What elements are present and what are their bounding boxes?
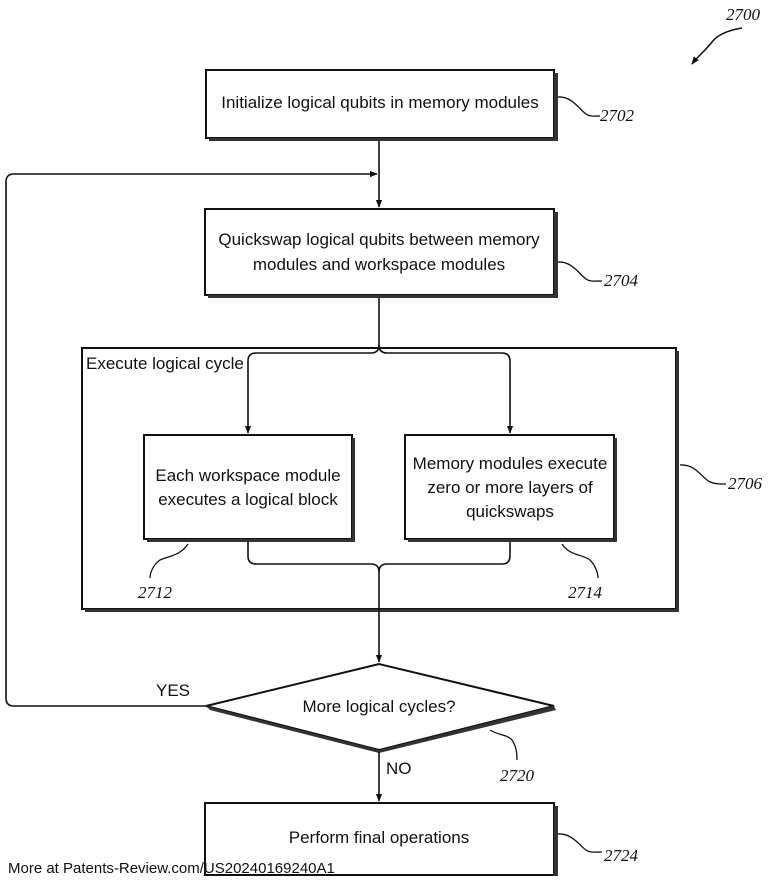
step-final-ref-leader [558,834,602,852]
step-quickswap-box [205,209,554,295]
figure-number: 2700 [726,5,761,24]
decision: More logical cycles? [206,664,556,753]
cycle-ref: 2706 [728,474,763,493]
step-workspace: Each workspace module executes a logical… [144,435,355,542]
step-memory-line-2: zero or more layers of [427,478,593,497]
step-quickswap: Quickswap logical qubits between memory … [205,209,558,298]
step-init: Initialize logical qubits in memory modu… [206,70,558,141]
branch-split [248,298,379,433]
step-memory-line-3: quickswaps [466,502,554,521]
step-init-label: Initialize logical qubits in memory modu… [221,93,538,112]
step-workspace-line-1: Each workspace module [155,466,340,485]
decision-label: More logical cycles? [302,697,455,716]
decision-yes-label: YES [156,681,190,700]
decision-ref: 2720 [500,766,535,785]
branch-split-right [379,345,510,433]
step-memory-ref-leader [562,544,598,578]
source-footer: More at Patents-Review.com/US20240169240… [8,860,335,877]
step-workspace-box [144,435,352,539]
decision-ref-leader [490,730,517,760]
step-workspace-line-2: executes a logical block [158,490,338,509]
step-final-ref: 2724 [604,846,639,865]
step-init-ref-leader [558,97,600,116]
step-workspace-ref-leader [150,544,188,578]
step-memory: Memory modules execute zero or more laye… [405,435,617,542]
step-quickswap-ref-leader [558,262,602,281]
step-quickswap-ref: 2704 [604,271,639,290]
step-memory-line-1: Memory modules execute [413,454,608,473]
figure-number-pointer [692,28,742,64]
cycle-ref-leader [680,465,726,484]
step-final-label: Perform final operations [289,828,469,847]
branch-merge-right [379,542,510,572]
cycle-title: Execute logical cycle [86,354,244,373]
branch-merge [248,542,379,662]
step-memory-ref: 2714 [568,583,603,602]
step-init-ref: 2702 [600,106,635,125]
step-quickswap-line-1: Quickswap logical qubits between memory [218,230,540,249]
decision-no-label: NO [386,759,412,778]
step-quickswap-line-2: modules and workspace modules [253,255,505,274]
step-workspace-ref: 2712 [138,583,173,602]
